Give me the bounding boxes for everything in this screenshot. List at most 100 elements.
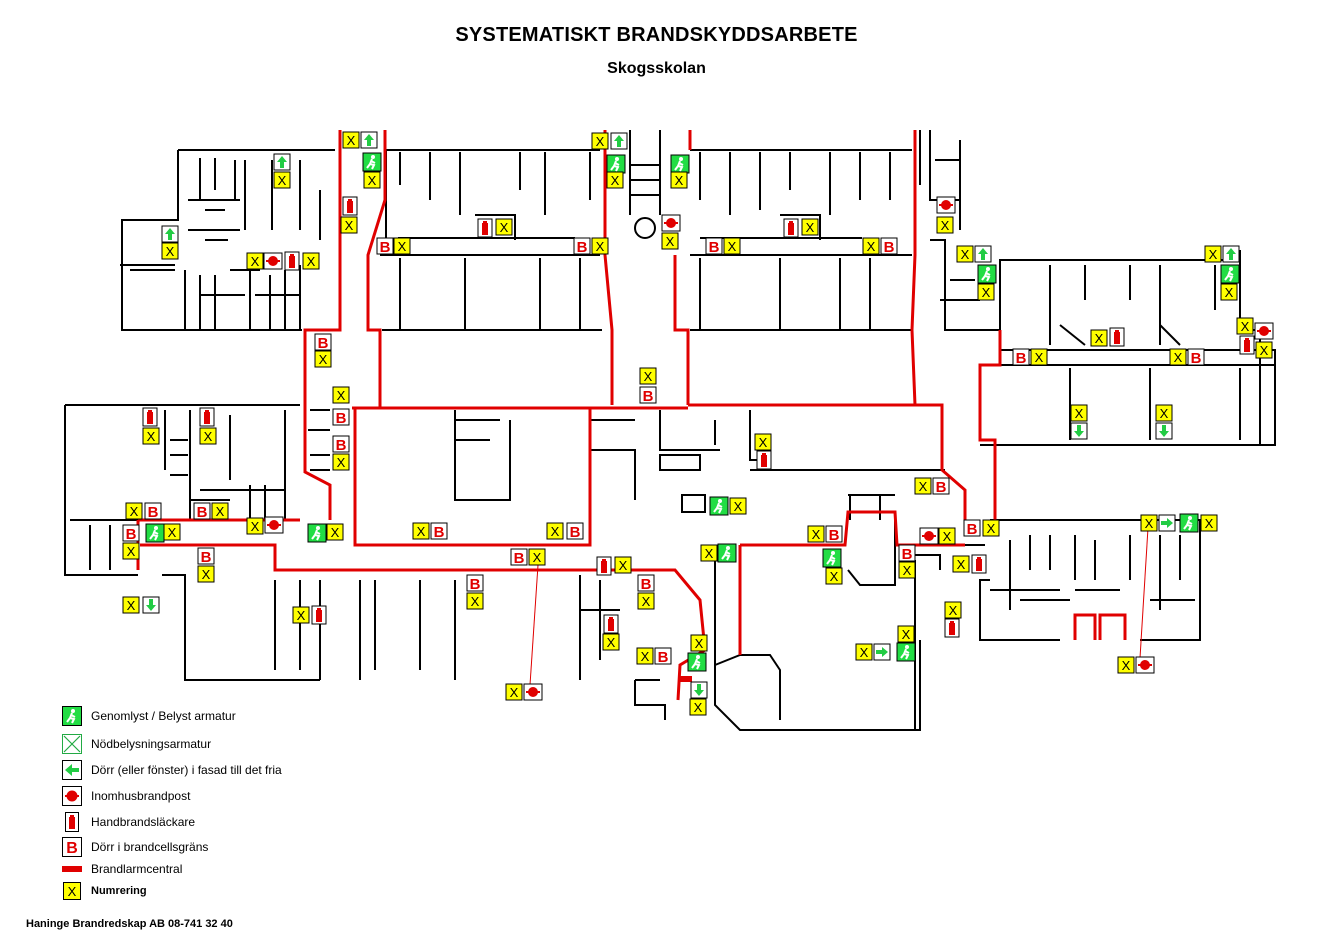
x-marker-icon: [393, 237, 411, 255]
b-door-icon: [332, 435, 350, 455]
extinguisher-icon: [971, 554, 987, 574]
x-symbol: X: [68, 884, 77, 899]
b-door-icon: [880, 237, 898, 257]
x-marker-icon: [363, 171, 381, 189]
x-marker-icon: [1155, 404, 1173, 422]
footer-contact: Haninge Brandredskap AB 08-741 32 40: [26, 918, 233, 930]
x-marker-icon: [801, 218, 819, 236]
fire-hose-icon: [523, 683, 543, 701]
x-marker-icon: [729, 497, 747, 515]
b-door-icon: [510, 548, 528, 568]
b-door-icon: [376, 237, 394, 257]
x-marker-icon: [528, 548, 546, 566]
map-title: SYSTEMATISKT BRANDSKYDDSARBETE: [455, 24, 858, 46]
x-marker-icon: [466, 592, 484, 610]
x-marker-icon: [1140, 514, 1158, 532]
x-marker-icon: [637, 592, 655, 610]
x-marker-icon: [1220, 283, 1238, 301]
x-marker-icon: [197, 565, 215, 583]
b-symbol: B: [66, 840, 78, 857]
x-marker-icon: [1255, 341, 1273, 359]
x-marker-icon: [273, 171, 291, 189]
x-marker-icon: [495, 218, 513, 236]
b-door-icon: [654, 647, 672, 667]
extinguisher-icon: [199, 407, 215, 427]
b-door-icon: [197, 547, 215, 567]
x-marker-icon: [636, 647, 654, 665]
x-marker-icon: [956, 245, 974, 263]
x-marker-icon: [505, 683, 523, 701]
extinguisher-icon: [284, 251, 300, 271]
extinguisher-icon: [1109, 327, 1125, 347]
red-bar-icon: [62, 859, 82, 879]
x-marker-icon: [302, 252, 320, 270]
x-marker-icon: [952, 555, 970, 573]
x-marker-icon: [855, 643, 873, 661]
b-door-icon: [193, 502, 211, 522]
extinguisher-icon: [783, 218, 799, 238]
legend-label: Handbrandsläckare: [91, 815, 196, 829]
legend-row-hydrant: Inomhusbrandpost: [62, 786, 190, 806]
green-arrow-icon: [142, 596, 160, 614]
x-marker-icon: [700, 544, 718, 562]
emergency-light-icon: [62, 734, 82, 754]
b-door-icon: [566, 522, 584, 542]
running-man-green-icon: [822, 548, 842, 568]
x-marker-icon: [326, 523, 344, 541]
legend-label: Numrering: [91, 885, 147, 897]
extinguisher-icon: [603, 614, 619, 634]
b-door-icon: [825, 525, 843, 545]
b-door-icon: [466, 574, 484, 594]
legend-label: Dörr (eller fönster) i fasad till det fr…: [91, 763, 282, 777]
fire-hose-icon: [661, 214, 681, 232]
legend-row-exit-sign: Genomlyst / Belyst armatur: [62, 706, 236, 726]
green-arrow-icon: [1158, 514, 1176, 532]
green-arrow-icon: [974, 245, 992, 263]
x-marker-icon: [314, 350, 332, 368]
green-arrow-icon: [161, 225, 179, 243]
x-marker-icon: [122, 542, 140, 560]
legend-row-extinguisher: Handbrandsläckare: [62, 812, 195, 832]
b-door-icon: [705, 237, 723, 257]
running-man-green-icon: [717, 543, 737, 563]
running-man-green-icon: [977, 264, 997, 284]
b-door-icon: [122, 524, 140, 544]
fire-hose-icon: [263, 252, 283, 270]
extinguisher-icon: [311, 605, 327, 625]
x-marker-icon: [944, 601, 962, 619]
b-door-icon: [573, 237, 591, 257]
x-marker-icon: [914, 477, 932, 495]
map-subtitle: Skogsskolan: [607, 60, 706, 77]
b-door-icon: [314, 333, 332, 353]
fire-hose-icon: [1135, 656, 1155, 674]
running-man-green-icon: [1179, 513, 1199, 533]
legend-label: Dörr i brandcellsgräns: [91, 840, 209, 854]
running-man-green-icon: [62, 706, 82, 726]
green-arrow-icon: [690, 681, 708, 699]
x-marker-icon: [591, 132, 609, 150]
extinguisher-icon: [62, 812, 82, 832]
extinguisher-icon: [1239, 335, 1255, 355]
x-marker-icon: [670, 171, 688, 189]
running-man-green-icon: [687, 652, 707, 672]
x-marker-icon: [342, 131, 360, 149]
x-marker-icon: [246, 517, 264, 535]
x-marker-icon: [292, 606, 310, 624]
x-marker-icon: X: [62, 881, 82, 901]
x-marker-icon: [689, 698, 707, 716]
legend-label: Genomlyst / Belyst armatur: [91, 709, 236, 723]
fire-hose-icon: [919, 527, 939, 545]
extinguisher-icon: [477, 218, 493, 238]
legend-label: Brandlarmcentral: [91, 862, 183, 876]
x-marker-icon: [1070, 404, 1088, 422]
x-marker-icon: [897, 625, 915, 643]
x-marker-icon: [546, 522, 564, 540]
x-marker-icon: [142, 427, 160, 445]
x-marker-icon: [1236, 317, 1254, 335]
fire-hose-icon: [62, 786, 82, 806]
running-man-green-icon: [670, 154, 690, 174]
extinguisher-icon: [596, 556, 612, 576]
x-marker-icon: [163, 523, 181, 541]
x-marker-icon: [614, 556, 632, 574]
